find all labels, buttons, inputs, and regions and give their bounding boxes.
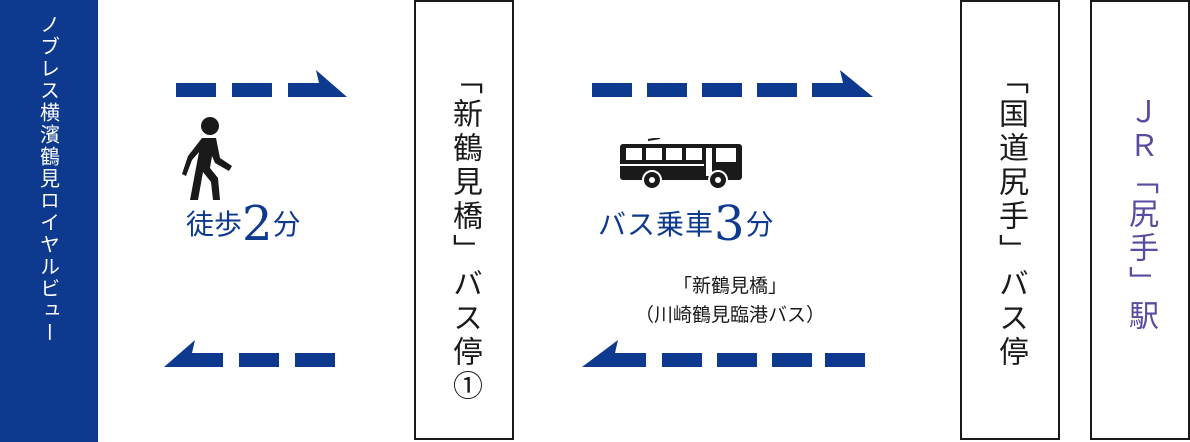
station-box: ＪＲ「尻手」駅 [1090, 0, 1190, 440]
bus-mode: バス乗車 [598, 208, 715, 241]
bus-stop-1-name: 「新鶴見橋」バス停① [447, 64, 482, 404]
arrow-right-icon [592, 70, 873, 97]
arrow-right-icon [176, 70, 347, 97]
origin-name: ノブレス横濱鶴見ロイヤルビュー [36, 14, 61, 344]
walk-unit: 分 [272, 208, 301, 241]
walk-minutes: 2 [242, 196, 273, 252]
station-name: ＪＲ「尻手」駅 [1123, 96, 1158, 334]
bus-minutes: 3 [714, 196, 746, 252]
walk-duration: 徒歩2分 [186, 196, 301, 252]
bus-duration: バス乗車3分 [598, 196, 775, 252]
bus-route-name: （川崎鶴見臨港バス） [634, 304, 825, 326]
bus-stop-2-box: 「国道尻手」バス停 [960, 0, 1060, 440]
bus-stop-2-name: 「国道尻手」バス停 [993, 64, 1028, 370]
arrow-left-icon [164, 340, 335, 367]
walking-person-icon [182, 117, 232, 200]
origin-panel: ノブレス横濱鶴見ロイヤルビュー [0, 0, 98, 442]
bus-unit: 分 [745, 208, 775, 241]
arrow-left-icon [582, 340, 865, 367]
bus-icon [620, 138, 742, 190]
bus-stop-name: 「新鶴見橋」 [672, 275, 787, 297]
walk-mode: 徒歩 [186, 208, 243, 241]
bus-stop-1-box: 「新鶴見橋」バス停① [414, 0, 514, 440]
bus-route-info: 「新鶴見橋」 （川崎鶴見臨港バス） [610, 272, 850, 330]
